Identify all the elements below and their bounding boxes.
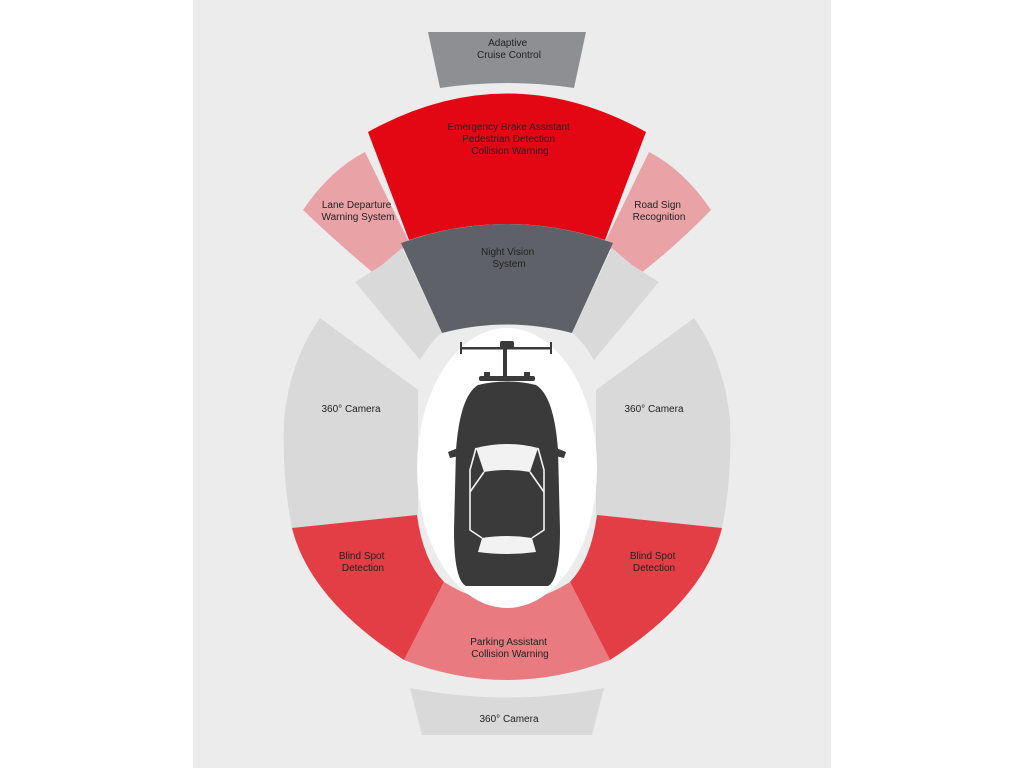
sensor-mount-icon: [460, 341, 552, 381]
blind-spot-right-zone: [570, 515, 722, 660]
blind-spot-left-label: Blind Spot Detection: [339, 551, 387, 574]
road-sign-zone: [606, 152, 711, 280]
camera-left-zone: [283, 318, 418, 528]
lane-departure-zone: [303, 152, 408, 280]
upper-right-gap-zone: [572, 248, 659, 360]
car-icon: [448, 381, 566, 586]
upper-left-gap-zone: [355, 248, 442, 360]
blind-spot-left-zone: [292, 515, 444, 660]
camera-rear-zone: [410, 688, 604, 735]
parking-assistant-zone: [404, 582, 610, 680]
camera-rear-label: 360° Camera: [479, 714, 538, 725]
emergency-brake-label: Emergency Brake Assistant Pedestrian Det…: [447, 122, 572, 157]
adaptive-cruise-zone: [428, 32, 586, 88]
blind-spot-right-label: Blind Spot Detection: [630, 551, 678, 574]
parking-assistant-label: Parking Assistant Collision Warning: [470, 637, 550, 660]
camera-right-zone: [596, 318, 731, 528]
night-vision-label: Night Vision System: [481, 247, 537, 270]
emergency-brake-zone: [368, 93, 646, 240]
camera-left-label: 360° Camera: [321, 404, 380, 415]
road-sign-label: Road Sign Recognition: [633, 200, 686, 223]
lane-departure-label: Lane Departure Warning System: [322, 200, 395, 223]
adaptive-cruise-label: Adaptive Cruise Control: [477, 38, 541, 61]
night-vision-zone: [401, 224, 613, 333]
camera-right-label: 360° Camera: [624, 404, 683, 415]
